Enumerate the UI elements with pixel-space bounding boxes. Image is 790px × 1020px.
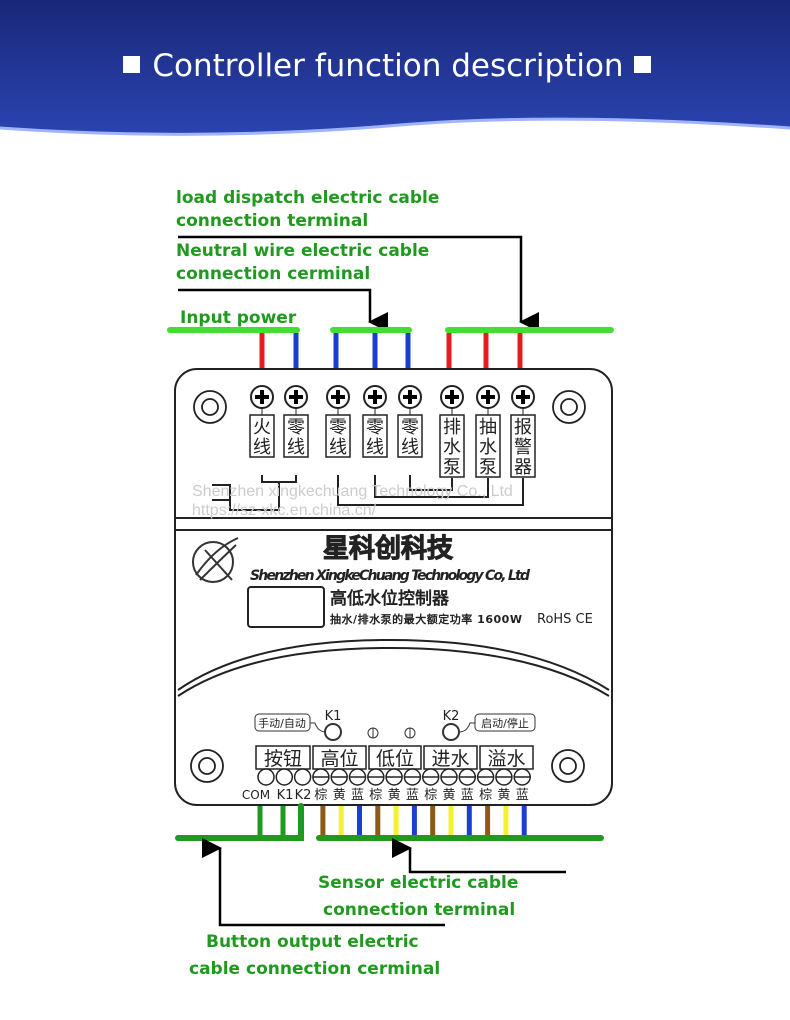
- brand-logo-icon: [192, 537, 239, 583]
- button-output-label: cable connection cerminal: [189, 959, 440, 979]
- terminal-label: 水: [479, 437, 497, 458]
- k1-tag: 手动/自动: [258, 716, 306, 730]
- top-wires: [259, 333, 523, 370]
- brand-en: Shenzhen XingkeChuang Technology Co, Ltd: [250, 568, 531, 584]
- top-terminal: 零线: [325, 385, 351, 458]
- terminal-group-label: 溢水: [487, 748, 525, 770]
- square-bullet-icon: [123, 56, 140, 73]
- pin-label: 棕: [424, 788, 437, 803]
- pin-label: 棕: [314, 788, 327, 803]
- terminal-label: 器: [514, 457, 532, 478]
- terminal-label: 线: [287, 437, 305, 458]
- terminal-label: 零: [287, 417, 305, 438]
- pin-label: 蓝: [461, 788, 474, 803]
- terminal-label: 火: [253, 417, 271, 438]
- top-terminal: 火线: [249, 385, 275, 458]
- top-terminal: 抽水泵: [475, 385, 501, 478]
- k2-tag: 启动/停止: [481, 716, 529, 730]
- pin-label: 棕: [479, 788, 492, 803]
- terminal-label: 零: [401, 417, 419, 438]
- pin-label: COM: [242, 788, 270, 802]
- pin-label: 蓝: [351, 788, 364, 803]
- pin-label: 黄: [442, 788, 455, 803]
- pin-label: 棕: [369, 788, 382, 803]
- top-terminal: 报警器: [510, 385, 536, 478]
- k2-label: K2: [443, 709, 460, 724]
- page-title: Controller function description: [152, 48, 623, 84]
- terminal-screw-icon: [275, 768, 294, 786]
- watermark: https://sz-xkc.en.china.cn/: [192, 502, 377, 519]
- callout-arrow: [178, 288, 388, 332]
- load-dispatch-label: connection terminal: [176, 211, 368, 231]
- pin-label: 蓝: [516, 788, 529, 803]
- k1-label: K1: [325, 709, 342, 724]
- top-terminal: 零线: [397, 385, 423, 458]
- header-banner: Controller function description: [0, 0, 790, 136]
- bottom-bus-bars: [175, 803, 604, 841]
- square-bullet-icon: [634, 56, 651, 73]
- top-terminal: 零线: [362, 385, 388, 458]
- input-power-label: Input power: [180, 308, 297, 328]
- pin-label: 蓝: [406, 788, 419, 803]
- terminal-group-label: 低位: [376, 748, 414, 770]
- terminal-label: 抽: [479, 417, 497, 438]
- pin-label: K2: [295, 788, 312, 803]
- watermark: Shenzhen xingkechuang Technology Co., Lt…: [192, 483, 513, 500]
- sensor-label: connection terminal: [323, 900, 515, 920]
- load-dispatch-label: load dispatch electric cable: [176, 188, 439, 208]
- neutral-label: Neutral wire electric cable: [176, 241, 429, 261]
- top-terminal: 零线: [283, 385, 309, 458]
- neutral-label: connection cerminal: [176, 264, 370, 284]
- terminal-label: 零: [366, 417, 384, 438]
- terminal-label: 报: [514, 417, 532, 438]
- terminal-label: 线: [329, 437, 347, 458]
- top-terminal: 排水泵: [439, 385, 465, 478]
- button-output-label: Button output electric: [206, 932, 419, 952]
- pin-label: 黄: [333, 788, 346, 803]
- terminal-group-label: 按钮: [264, 748, 302, 770]
- terminal-label: 水: [443, 437, 461, 458]
- brand-cn: 星科创科技: [323, 534, 453, 564]
- sensor-label: Sensor electric cable: [318, 873, 518, 893]
- terminal-screw-icon: [293, 768, 312, 786]
- terminal-group-label: 高位: [320, 748, 358, 770]
- terminal-screw-icon: [257, 768, 275, 786]
- callout-arrow: [202, 838, 445, 927]
- pin-label: K1: [277, 788, 294, 803]
- cert-marks: RoHS CE: [537, 612, 593, 627]
- terminal-label: 线: [366, 437, 384, 458]
- product-name: 高低水位控制器: [330, 588, 450, 609]
- terminal-group-label: 进水: [431, 748, 469, 770]
- terminal-label: 泵: [443, 457, 461, 478]
- k1-button[interactable]: 手动/自动 K1: [254, 709, 342, 741]
- terminal-label: 线: [253, 437, 271, 458]
- pin-label: 黄: [497, 788, 510, 803]
- terminal-label: 零: [329, 417, 347, 438]
- terminal-label: 排: [443, 417, 461, 438]
- callout-arrow: [178, 235, 539, 332]
- power-spec: 抽水/排水泵的最大额定功率 1600W: [330, 612, 522, 626]
- callout-arrow: [392, 838, 566, 874]
- pin-label: 黄: [388, 788, 401, 803]
- k2-button[interactable]: 启动/停止 K2: [442, 709, 536, 741]
- terminal-label: 线: [401, 437, 419, 458]
- terminal-label: 警: [514, 437, 532, 458]
- mount-holes: [190, 390, 586, 783]
- terminal-label: 泵: [479, 457, 497, 478]
- indicator-leds: [367, 727, 416, 739]
- controller-device: [174, 368, 613, 806]
